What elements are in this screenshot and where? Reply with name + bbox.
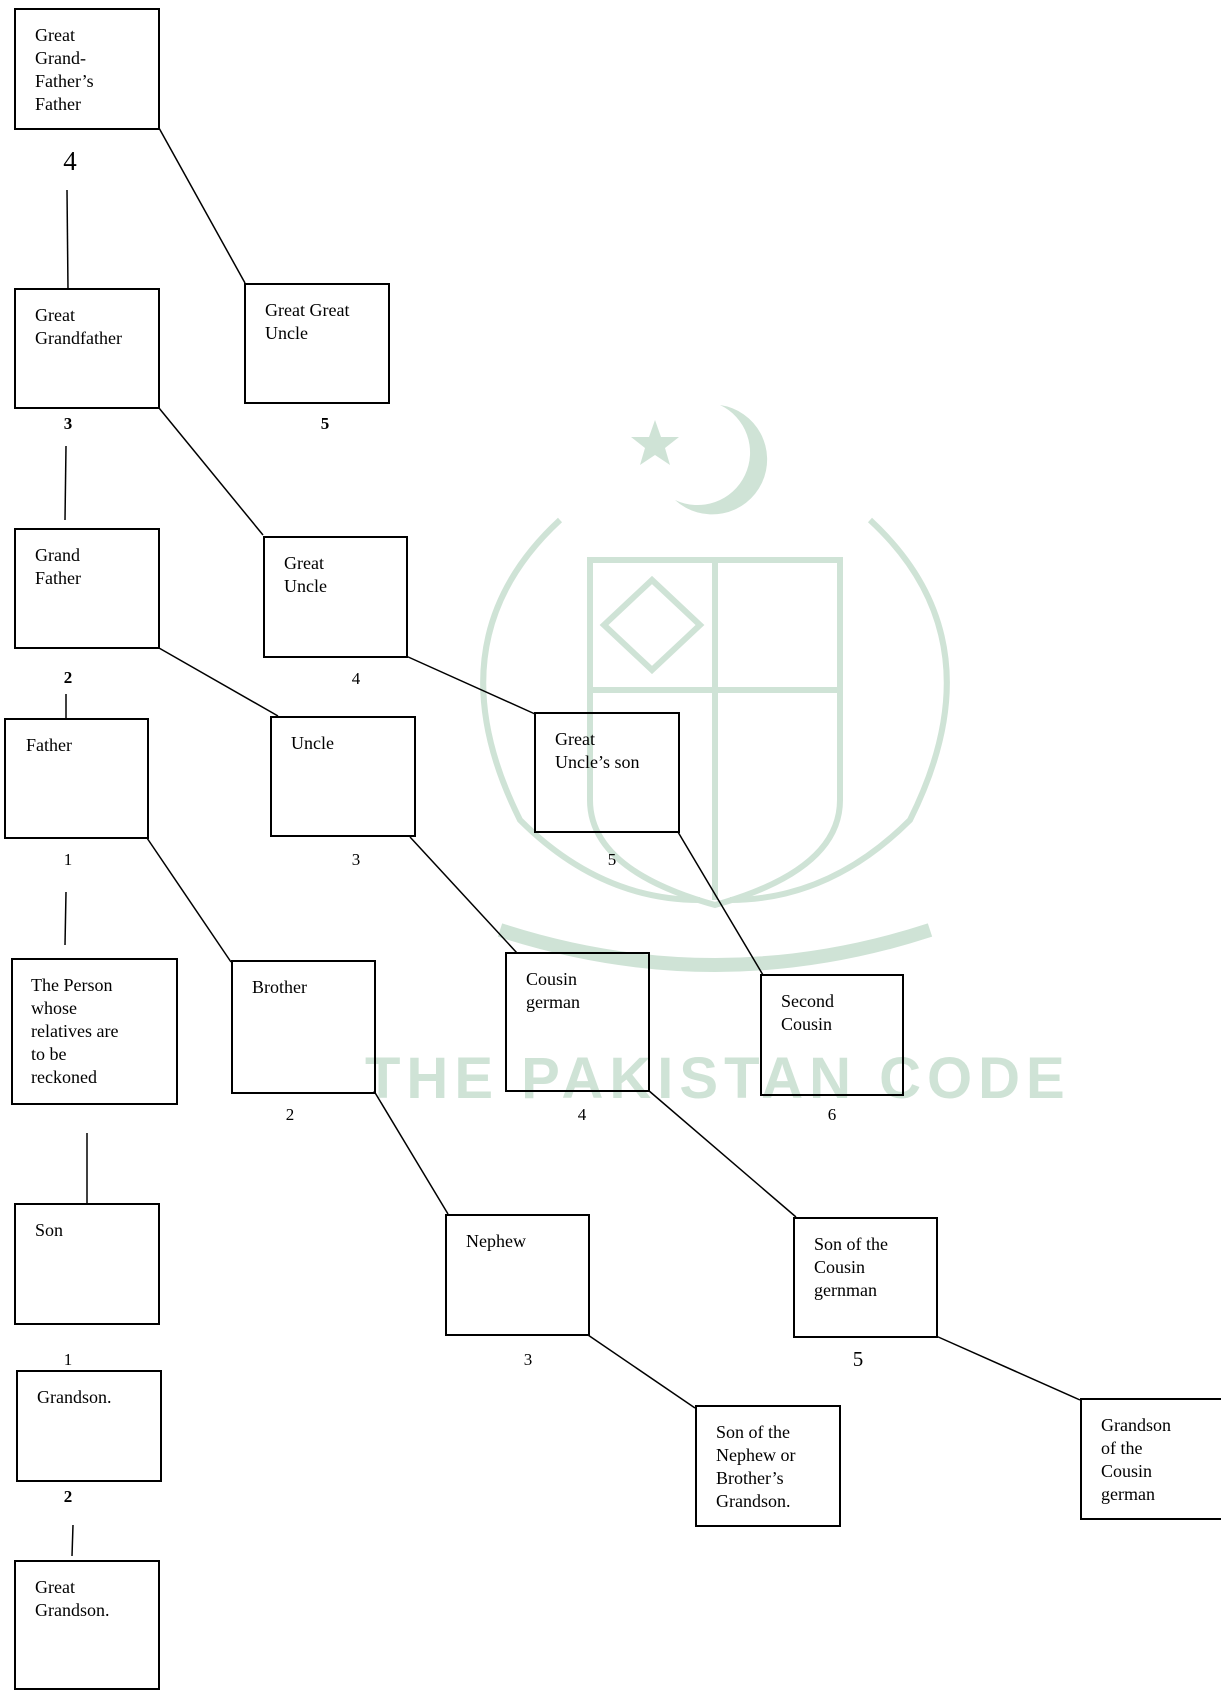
degree-son-of-cousin-german: 5 (852, 1347, 864, 1371)
watermark-text: THE PAKISTAN CODE (365, 1046, 1071, 1111)
node-great-grandson: Great Grandson. (14, 1560, 160, 1690)
node-son-of-cousin-german: Son of the Cousin gernman (793, 1217, 938, 1338)
node-label: Uncle (291, 733, 334, 753)
degree-cousin-german: 4 (577, 1105, 587, 1124)
node-label: Great Grandson. (35, 1577, 110, 1620)
degree-uncle: 3 (351, 850, 361, 869)
degree-great-great-uncle: 5 (320, 414, 330, 433)
node-label: Grandson of the Cousin german (1101, 1415, 1171, 1504)
degree-grand-father: 2 (63, 668, 73, 687)
degree-father: 1 (63, 850, 73, 869)
node-great-uncles-son: Great Uncle’s son (534, 712, 680, 833)
degree-brother: 2 (285, 1105, 295, 1124)
node-label: Grand Father (35, 545, 81, 588)
node-grandson-of-cousin-german: Grandson of the Cousin german (1080, 1398, 1221, 1520)
node-grandson: Grandson. (16, 1370, 162, 1482)
node-uncle: Uncle (270, 716, 416, 837)
degree-son: 1 (63, 1350, 73, 1369)
node-cousin-german: Cousin german (505, 952, 650, 1092)
node-great-grandfathers-father: Great Grand- Father’s Father (14, 8, 160, 130)
degree-grandson: 2 (63, 1487, 73, 1506)
node-great-great-uncle: Great Great Uncle (244, 283, 390, 404)
node-brother: Brother (231, 960, 376, 1094)
node-grand-father: Grand Father (14, 528, 160, 649)
degree-great-grandfather: 3 (63, 414, 73, 433)
node-label: The Person whose relatives are to be rec… (31, 975, 119, 1087)
degree-nephew: 3 (523, 1350, 533, 1369)
node-label: Cousin german (526, 969, 580, 1012)
node-label: Great Uncle’s son (555, 729, 640, 772)
node-second-cousin: Second Cousin (760, 974, 904, 1096)
node-label: Brother (252, 977, 307, 997)
node-label: Great Great Uncle (265, 300, 350, 343)
node-label: Grandson. (37, 1387, 112, 1407)
node-the-person: The Person whose relatives are to be rec… (11, 958, 178, 1105)
degree-great-uncles-son: 5 (607, 850, 617, 869)
node-great-grandfather: Great Grandfather (14, 288, 160, 409)
node-nephew: Nephew (445, 1214, 590, 1336)
node-great-uncle: Great Uncle (263, 536, 408, 658)
node-label: Great Uncle (284, 553, 327, 596)
node-son: Son (14, 1203, 160, 1325)
node-label: Son (35, 1220, 64, 1240)
degree-second-cousin: 6 (827, 1105, 837, 1124)
node-label: Son of the Cousin gernman (814, 1234, 888, 1300)
node-label: Son of the Nephew or Brother’s Grandson. (716, 1422, 796, 1511)
node-label: Great Grandfather (35, 305, 122, 348)
node-son-of-nephew: Son of the Nephew or Brother’s Grandson. (695, 1405, 841, 1527)
node-label: Second Cousin (781, 991, 834, 1034)
degree-great-uncle: 4 (351, 669, 361, 688)
node-label: Father (26, 735, 72, 755)
degree-great-grandfathers-father: 4 (63, 146, 77, 176)
node-label: Great Grand- Father’s Father (35, 25, 94, 114)
node-father: Father (4, 718, 149, 839)
node-label: Nephew (466, 1231, 526, 1251)
